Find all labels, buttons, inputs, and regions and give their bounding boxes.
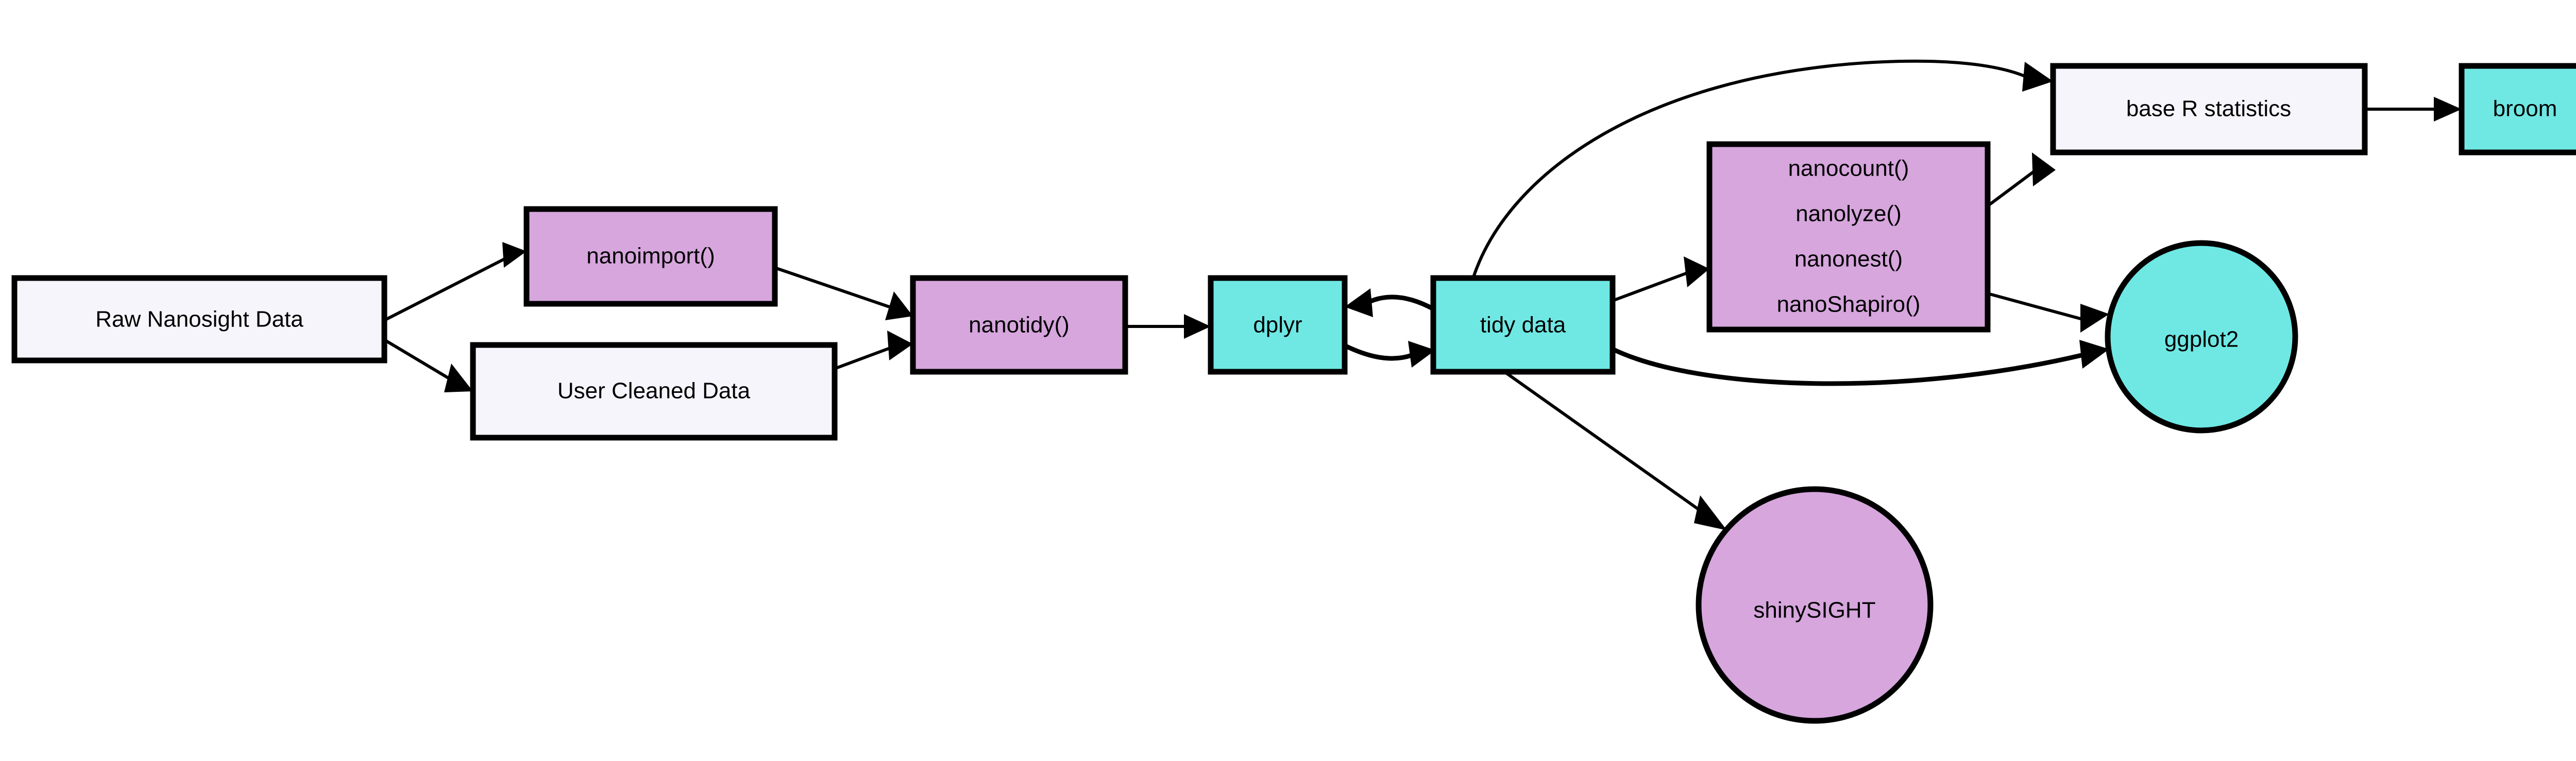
ggplot2-label: ggplot2: [2164, 327, 2239, 352]
nano-functions-line-nanolyze: nanolyze(): [1795, 201, 1901, 227]
edge-nano-functions-to-base-r: [1987, 152, 2056, 207]
node-nanotidy[interactable]: nanotidy(): [910, 275, 1128, 375]
node-dplyr[interactable]: dplyr: [1208, 275, 1348, 375]
node-nano-functions[interactable]: nanocount() nanolyze() nanonest() nanoSh…: [1706, 141, 1991, 333]
nano-functions-line-nanoshapiro: nanoShapiro(): [1777, 292, 1921, 317]
shinysight-circle[interactable]: [1696, 486, 1934, 724]
edge-tidy-data-to-shinysight: [1503, 370, 1727, 530]
broom-box[interactable]: [2459, 63, 2576, 155]
node-tidy-data[interactable]: tidy data: [1430, 275, 1616, 375]
edge-raw-to-nanoimport: [383, 242, 527, 322]
shinysight-label: shinySIGHT: [1753, 598, 1875, 623]
nanoimport-box[interactable]: [523, 206, 778, 307]
nanoimport-label: nanoimport(): [586, 244, 715, 269]
edge-dplyr-to-tidy-data: [1345, 341, 1435, 368]
edge-raw-to-user-cleaned: [383, 338, 473, 392]
dplyr-box[interactable]: [1208, 275, 1348, 375]
edge-tidy-data-to-dplyr: [1345, 288, 1435, 317]
nano-functions-line-nanocount: nanocount(): [1788, 156, 1909, 181]
broom-label: broom: [2493, 96, 2557, 122]
base-r-statistics-box[interactable]: [2050, 63, 2368, 155]
node-shinysight[interactable]: shinySIGHT: [1696, 486, 1934, 724]
node-ggplot2[interactable]: ggplot2: [2105, 240, 2298, 434]
tidy-data-box[interactable]: [1430, 275, 1616, 375]
raw-nanosight-data-label: Raw Nanosight Data: [95, 307, 303, 332]
edge-nanotidy-to-dplyr: [1125, 314, 1211, 339]
nano-functions-line-nanonest: nanonest(): [1794, 247, 1903, 272]
node-base-r-statistics[interactable]: base R statistics: [2050, 63, 2368, 155]
edge-nano-functions-to-ggplot2: [1987, 292, 2109, 333]
ggplot2-circle[interactable]: [2105, 240, 2298, 434]
nanotidy-box[interactable]: [910, 275, 1128, 375]
user-cleaned-data-box[interactable]: [470, 342, 838, 441]
edge-base-r-to-broom: [2365, 97, 2462, 122]
edge-layer: [383, 59, 2462, 530]
nano-functions-box[interactable]: [1706, 141, 1991, 333]
edge-tidy-data-to-nano-functions: [1612, 256, 1709, 302]
edge-nanoimport-to-nanotidy: [774, 266, 913, 320]
edge-tidy-data-to-base-r: [1472, 59, 2053, 278]
edge-user-cleaned-to-nanotidy: [834, 331, 913, 370]
node-broom[interactable]: broom: [2459, 63, 2576, 155]
dplyr-label: dplyr: [1253, 313, 1302, 338]
user-cleaned-data-label: User Cleaned Data: [557, 378, 751, 404]
edge-tidy-data-to-ggplot2: [1612, 340, 2109, 386]
tidy-data-label: tidy data: [1480, 313, 1566, 338]
base-r-statistics-label: base R statistics: [2126, 96, 2291, 122]
node-nanoimport[interactable]: nanoimport(): [523, 206, 778, 307]
node-user-cleaned-data[interactable]: User Cleaned Data: [470, 342, 838, 441]
nanotidy-label: nanotidy(): [969, 313, 1070, 338]
node-raw-nanosight-data[interactable]: Raw Nanosight Data: [11, 275, 387, 364]
raw-nanosight-data-box[interactable]: [11, 275, 387, 364]
